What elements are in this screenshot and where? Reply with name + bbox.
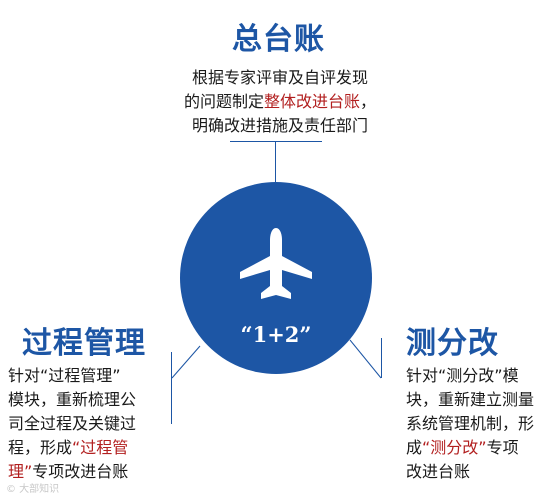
right-highlight: “测分改” (422, 438, 487, 457)
right-title: 测分改 (406, 326, 499, 361)
right-connector-diagonal (349, 339, 382, 379)
right-connector-vertical (381, 338, 382, 378)
left-desc-line-1: 针对“过程管理” (8, 366, 121, 385)
left-highlight-part-2: 理” (8, 462, 33, 481)
airplane-icon (240, 228, 312, 299)
top-connector-horizontal (230, 141, 322, 142)
right-desc-line-5: 改进台账 (406, 462, 471, 481)
left-desc-line-4: 程，形成“过程管 (8, 438, 129, 457)
left-highlight-part-1: “过程管 (72, 438, 129, 457)
left-connector-diagonal (171, 345, 201, 379)
right-desc-line-1: 针对“测分改”模 (406, 366, 519, 385)
top-desc-line-1: 根据专家评审及自评发现 (191, 68, 368, 87)
left-desc-line-5: 理”专项改进台账 (8, 462, 129, 481)
left-title: 过程管理 (22, 326, 146, 361)
top-connector-vertical (275, 141, 276, 182)
left-desc-line-3: 司全过程及关键过 (8, 414, 137, 433)
right-desc-line-4: 成“测分改”专项 (406, 438, 519, 457)
top-desc-line-3: 明确改进措施及责任部门 (191, 116, 368, 135)
left-desc-line-2: 模块，重新梳理公 (8, 390, 137, 409)
left-description: 针对“过程管理” 模块，重新梳理公 司全过程及关键过 程，形成“过程管 理”专项… (8, 364, 168, 484)
center-label: “1+2” (240, 322, 312, 347)
center-circle: “1+2” (180, 182, 372, 374)
top-title: 总台账 (232, 22, 325, 57)
right-description: 针对“测分改”模 块，重新建立测量 系统管理机制，形 成“测分改”专项 改进台账 (406, 364, 552, 484)
top-desc-line-2: 的问题制定整体改进台账， (183, 92, 377, 111)
top-highlight: 整体改进台账 (263, 92, 360, 111)
right-desc-line-2: 块，重新建立测量 (406, 390, 535, 409)
top-description: 根据专家评审及自评发现 的问题制定整体改进台账， 明确改进措施及责任部门 (160, 66, 400, 138)
right-desc-line-3: 系统管理机制，形 (406, 414, 535, 433)
left-connector-vertical (171, 352, 172, 424)
watermark: © 大部知识 (6, 484, 60, 495)
